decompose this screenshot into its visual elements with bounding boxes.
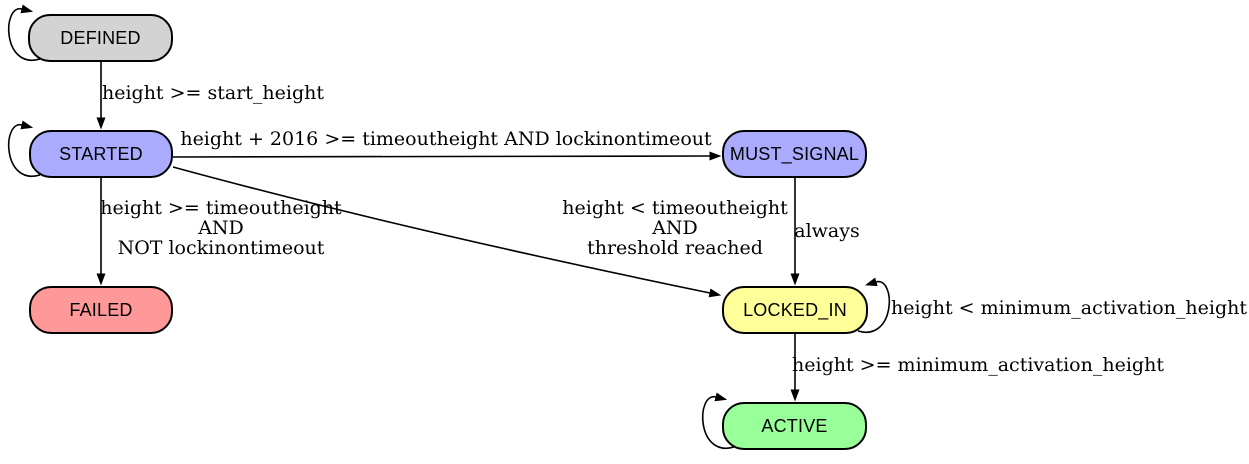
state-node-failed: FAILED [29,286,173,334]
state-node-defined: DEFINED [28,14,173,62]
state-node-label: FAILED [69,299,133,320]
edge-label-started-locked-in: height < timeoutheight AND threshold rea… [562,197,788,259]
state-node-must-signal: MUST_SIGNAL [722,130,867,178]
state-node-label: STARTED [59,143,143,164]
state-node-active: ACTIVE [722,402,867,450]
state-node-locked-in: LOCKED_IN [722,286,868,334]
state-node-label: ACTIVE [761,415,828,436]
edge-label-defined-started: height >= start_height [101,82,325,104]
state-node-label: LOCKED_IN [743,299,847,320]
state-node-label: MUST_SIGNAL [729,143,860,164]
edge-label-started-must-signal: height + 2016 >= timeoutheight AND locki… [180,128,712,150]
state-node-started: STARTED [29,130,173,178]
edge-label-must-signal-locked-in: always [794,220,860,242]
edge-label-started-failed: height >= timeoutheight AND NOT lockinon… [100,197,342,259]
state-node-label: DEFINED [60,27,141,48]
edge-label-locked-in-active: height >= minimum_activation_height [792,354,1164,376]
edge-label-locked-in-self: height < minimum_activation_height [891,297,1247,319]
transition-edge-started-must-signal [172,151,722,161]
